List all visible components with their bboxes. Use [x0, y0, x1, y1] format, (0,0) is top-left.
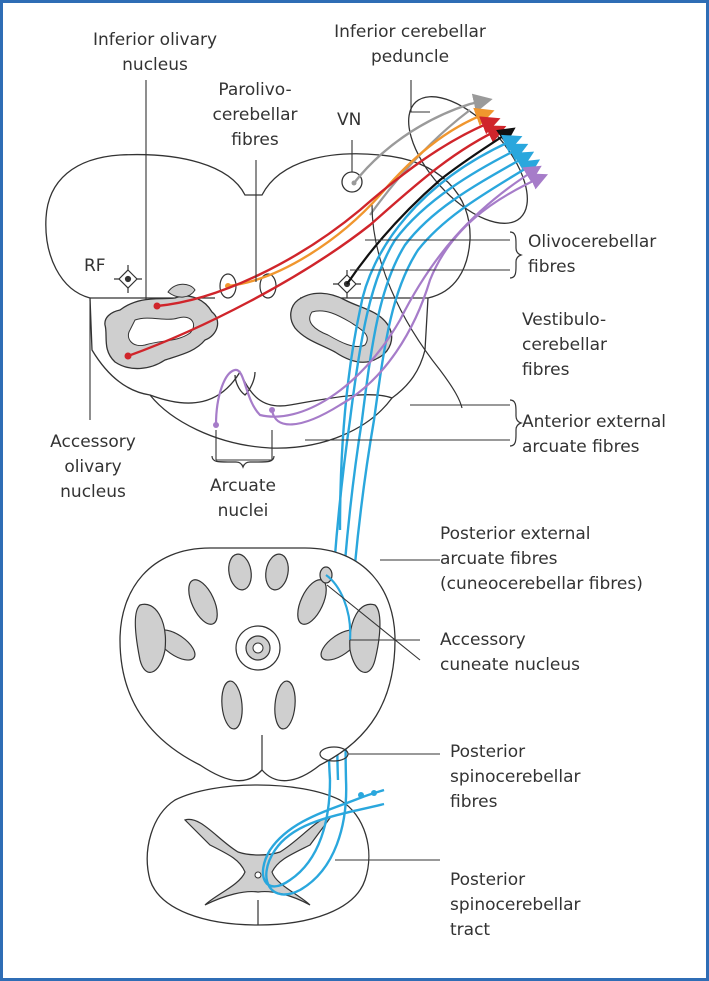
medulla-section	[46, 154, 470, 448]
label-arcuate-nuclei: Arcuate nuclei	[188, 474, 298, 524]
label-posterior-spinocerebellar-fibres: Posterior spinocerebellar fibres	[450, 740, 581, 815]
label-olivocerebellar-fibres: Olivocerebellar fibres	[528, 230, 656, 280]
arcuate-nucleus-dot-right	[269, 407, 275, 413]
brace-anterior-arcuate	[510, 400, 521, 446]
label-rf: RF	[84, 254, 106, 279]
label-vestibulocerebellar-fibres: Vestibulo- cerebellar fibres	[522, 308, 607, 383]
brace-olivocerebellar	[510, 232, 521, 278]
label-vn: VN	[337, 108, 361, 133]
label-accessory-olivary-nucleus: Accessory olivary nucleus	[28, 430, 158, 505]
label-inferior-olivary-nucleus: Inferior olivary nucleus	[60, 28, 250, 78]
spinal-root-dot-1	[358, 792, 364, 798]
label-posterior-spinocerebellar-tract: Posterior spinocerebellar tract	[450, 868, 581, 943]
spinal-root-dot-2	[371, 790, 377, 796]
vestibular-nucleus-vn	[342, 172, 362, 192]
olivocerebellar-origin-dot-1	[154, 303, 161, 310]
label-posterior-external-arcuate-fibres: Posterior external arcuate fibres (cuneo…	[440, 522, 643, 597]
reticular-formation-symbol-left	[114, 265, 142, 293]
brace-arcuate-nuclei	[212, 456, 274, 467]
lower-medulla-section	[120, 548, 395, 781]
olivocerebellar-origin-dot-2	[125, 353, 132, 360]
label-accessory-cuneate-nucleus: Accessory cuneate nucleus	[440, 628, 580, 678]
label-anterior-external-arcuate-fibres: Anterior external arcuate fibres	[522, 410, 666, 460]
arcuate-nucleus-dot-left	[213, 422, 219, 428]
label-inferior-cerebellar-peduncle: Inferior cerebellar peduncle	[300, 20, 520, 70]
label-parolivocerebellar-fibres: Parolivo- cerebellar fibres	[190, 78, 320, 153]
